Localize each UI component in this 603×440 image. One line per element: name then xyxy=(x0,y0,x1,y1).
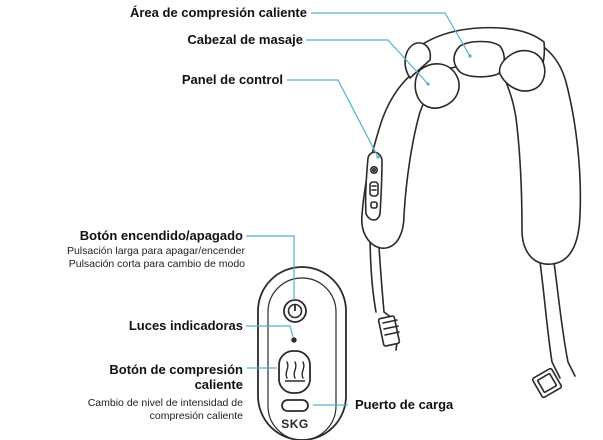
charging-port xyxy=(281,399,309,412)
label-hot-compress-area: Área de compresión caliente xyxy=(129,5,307,20)
label-heat-button-1: Botón de compresión xyxy=(109,362,243,377)
callout-lines xyxy=(246,12,471,406)
label-indicator-lights: Luces indicadoras xyxy=(128,318,243,333)
line-massage-head xyxy=(306,39,429,85)
brand-logo: SKG xyxy=(281,417,309,431)
label-power-button: Botón encendido/apagado xyxy=(79,228,243,243)
heat-button-desc-2: compresión caliente xyxy=(149,410,243,422)
left-arm xyxy=(361,61,447,249)
indicator-light xyxy=(291,337,297,343)
power-button-desc-2: Pulsación corta para cambio de modo xyxy=(68,258,245,270)
left-connector xyxy=(377,315,401,347)
label-charging-port: Puerto de carga xyxy=(355,397,454,412)
right-arm xyxy=(497,39,582,265)
line-indicator xyxy=(246,325,294,338)
left-massage-head xyxy=(414,63,460,109)
neck-massager xyxy=(361,26,582,399)
line-power-button xyxy=(246,235,295,300)
right-massage-head xyxy=(498,49,546,92)
right-cable xyxy=(539,261,561,379)
heat-button-desc-1: Cambio de nivel de intensidad de xyxy=(87,397,243,409)
line-control-panel xyxy=(287,79,379,158)
label-heat-button-2: caliente xyxy=(194,377,243,392)
label-massage-head: Cabezal de masaje xyxy=(187,32,303,47)
hot-compress-area xyxy=(453,40,506,78)
control-panel-closeup xyxy=(257,266,347,440)
line-hot-area xyxy=(311,12,471,57)
power-button-desc-1: Pulsación larga para apagar/encender xyxy=(66,245,245,257)
label-control-panel: Panel de control xyxy=(181,72,283,87)
